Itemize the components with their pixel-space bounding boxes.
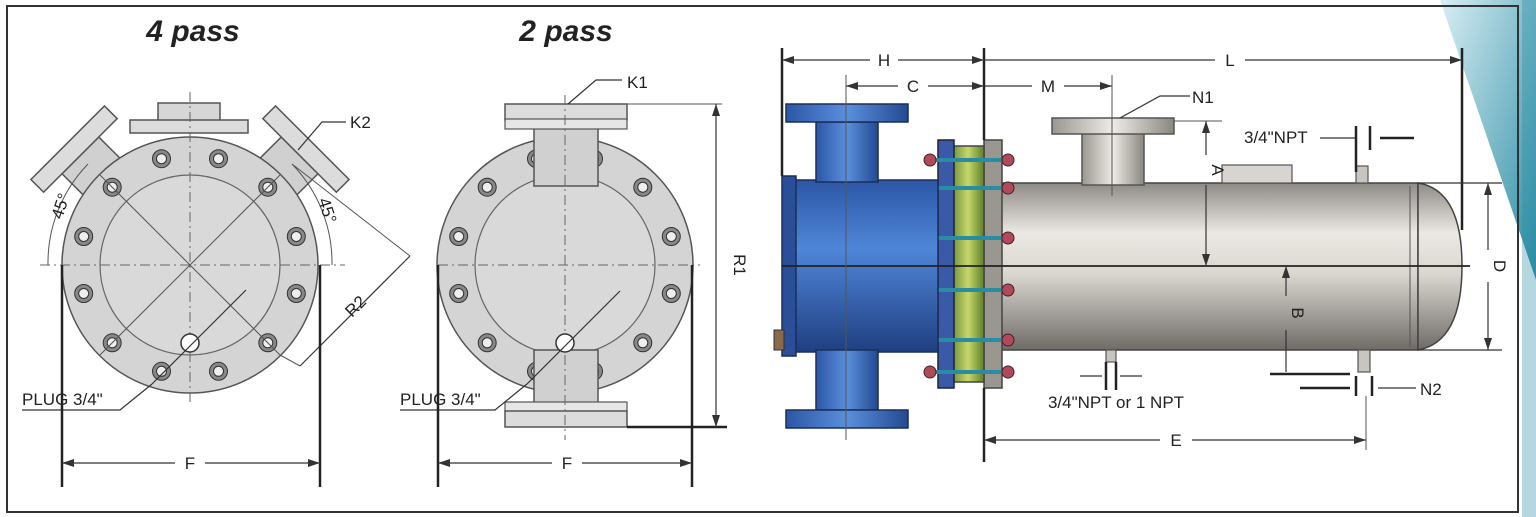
n2-nozzle [1357,349,1371,373]
four-pass-bolt-hole [290,288,302,299]
two-pass-view: 2 pass PLUG 3/4" K1 R1 [400,15,749,487]
m-label: M [1041,77,1055,96]
tube-sheet [951,145,985,383]
a-label: A [1208,164,1227,176]
b-label: B [1288,307,1307,318]
four-pass-view: 4 pass PLUG 3/4" 45° [22,15,411,487]
two-pass-title: 2 pass [518,15,612,48]
vent-pad [1221,164,1293,184]
four-pass-bolt-hole [156,365,167,377]
drawing-border [6,5,1519,513]
four-pass-bolt-hole [156,153,167,165]
edge-accent [1522,0,1536,517]
c-label: C [907,77,919,96]
four-pass-bolt-hole [78,231,90,242]
two-pass-f-label: F [562,454,572,473]
npt-bottom-label: 3/4"NPT or 1 NPT [1048,393,1184,412]
four-pass-bolt-hole [78,288,90,299]
k2-label: K2 [350,113,371,132]
two-pass-bolt-hole [637,181,649,193]
four-pass-bolt-hole [213,365,224,377]
two-pass-bolt-hole [665,231,677,242]
n2-label: N2 [1420,380,1442,399]
side-view: H L C M N1 A 3/4"NPT [773,48,1509,462]
channel-inlet-nozzle [815,121,879,183]
two-pass-bolt-hole [481,337,493,349]
two-pass-plug-label: PLUG 3/4" [400,390,481,409]
e-label: E [1170,431,1181,450]
four-pass-plug [180,333,200,353]
r1-label: R1 [730,254,749,276]
two-pass-bolt-hole [637,337,649,349]
two-pass-bolt-hole [665,288,677,299]
four-pass-title: 4 pass [145,15,239,48]
d-label: D [1490,260,1509,272]
h-label: H [878,51,890,70]
two-pass-bolt-hole [481,181,493,193]
l-label: L [1225,51,1234,70]
k1-label: K1 [627,73,648,92]
corner-accent [1440,0,1536,280]
channel-outlet-nozzle [815,349,879,411]
two-pass-plug [555,333,575,353]
four-pass-bolt-hole [213,153,224,165]
four-pass-bolt-hole [290,231,302,242]
npt-top-label: 3/4"NPT [1244,128,1308,147]
two-pass-bolt-hole [453,288,465,299]
two-pass-bolt-hole [453,231,465,242]
n1-nozzle [1081,132,1145,186]
vent-connection [1355,165,1369,184]
four-pass-f-label: F [185,454,195,473]
n1-label: N1 [1192,88,1214,107]
